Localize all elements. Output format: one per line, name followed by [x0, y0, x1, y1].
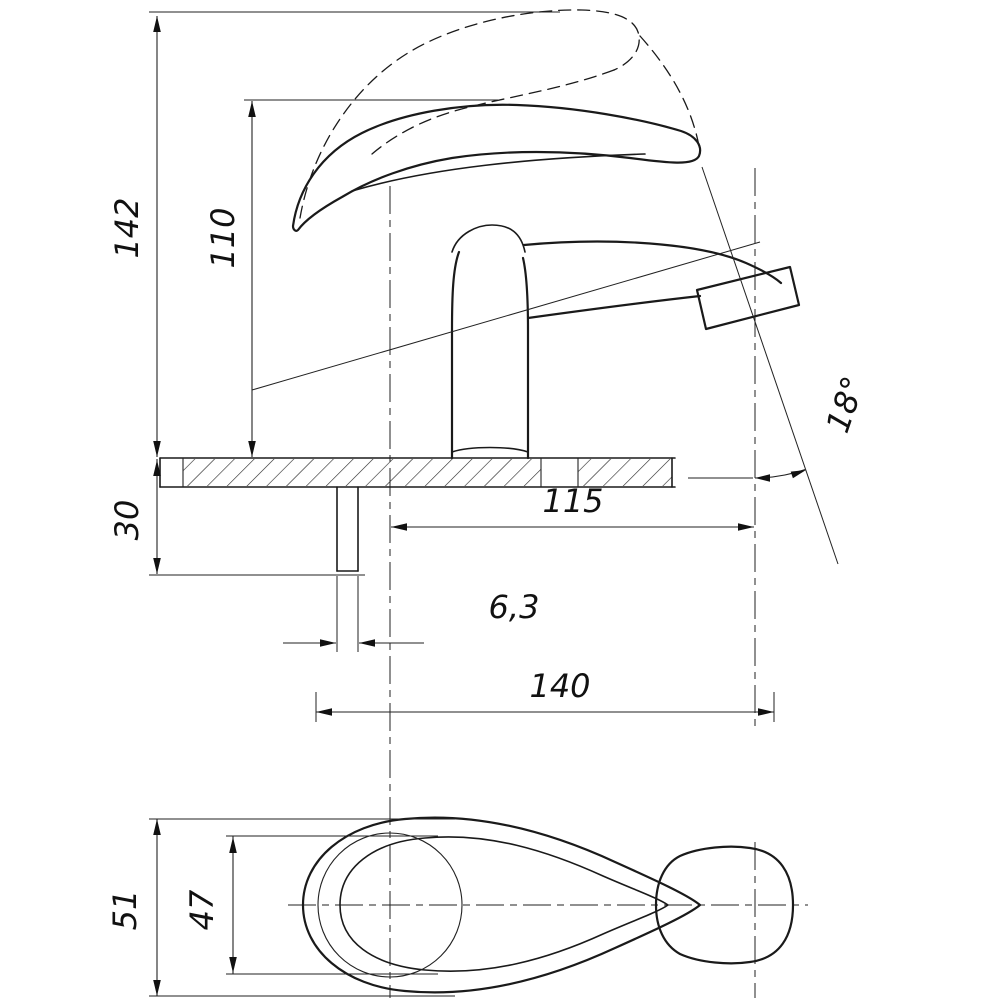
- dim-label-handle-height: 110: [204, 207, 242, 268]
- mounting-deck: [159, 457, 676, 572]
- dimension-stud-width: 6,3: [283, 576, 539, 652]
- dim-label-body-width: 47: [183, 889, 221, 930]
- dim-label-under-counter: 30: [108, 500, 146, 541]
- dimension-body-width: 47: [183, 835, 438, 975]
- dimension-handle-height: 110: [204, 99, 498, 457]
- dim-label-overall-length: 140: [529, 667, 590, 705]
- dimension-overall-width: 51: [106, 818, 455, 997]
- dim-label-stud-width: 6,3: [489, 588, 540, 626]
- dimension-total-height: 142: [108, 11, 560, 457]
- dim-label-overall-width: 51: [106, 890, 144, 931]
- dimension-under-counter: 30: [108, 459, 365, 576]
- center-lines: [288, 168, 808, 998]
- dimension-overall-length: 140: [315, 667, 775, 722]
- dim-label-total-height: 142: [108, 197, 146, 258]
- dim-label-spout-reach: 115: [542, 482, 603, 520]
- side-view: [251, 9, 839, 565]
- dimension-spout-reach: 115: [391, 482, 754, 531]
- dimension-spout-angle: 18°: [688, 371, 873, 482]
- dim-label-spout-angle: 18°: [818, 371, 872, 437]
